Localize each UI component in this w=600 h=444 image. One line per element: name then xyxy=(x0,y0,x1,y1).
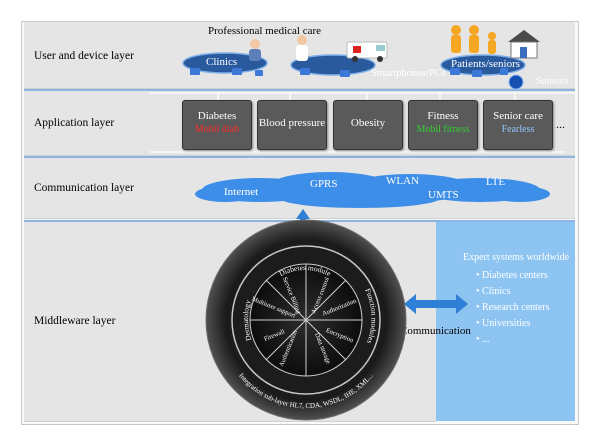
app-box-diabetes: Diabetes Mobil diab xyxy=(182,100,252,150)
apps-more-ellipsis: ... xyxy=(556,117,565,131)
sensors-label: Sensors xyxy=(536,76,569,87)
communication-arrow-label: Communication xyxy=(400,325,471,337)
smartphones-label: Smartphones/PCs xyxy=(371,68,446,79)
app-box-senior-care: Senior care Fearless xyxy=(483,100,553,150)
layer-separator xyxy=(24,156,575,158)
professional-care-label: Professional medical care xyxy=(208,25,322,37)
list-item: • Universities xyxy=(476,318,531,329)
app-title: Diabetes xyxy=(197,110,237,122)
expert-systems-title: Expert systems worldwide xyxy=(463,252,570,263)
sensor-icon xyxy=(508,74,524,90)
patients-label: Patients/seniors xyxy=(451,58,521,70)
app-title: Blood pressure xyxy=(258,117,326,129)
app-title: Obesity xyxy=(350,117,386,129)
application-layer-label: Application layer xyxy=(34,117,115,129)
app-box-blood-pressure: Blood pressure xyxy=(257,100,327,150)
patients-icon xyxy=(451,25,496,54)
app-title: Fitness xyxy=(427,110,459,122)
horizontal-double-arrow xyxy=(404,294,468,314)
device-icons xyxy=(190,68,508,77)
network-lte: LTE xyxy=(486,176,506,188)
list-item: • Clinics xyxy=(476,286,511,297)
user-device-layer-label: User and device layer xyxy=(34,50,134,62)
network-internet: Internet xyxy=(224,186,259,198)
expert-systems-panel xyxy=(436,222,575,421)
app-title: Senior care xyxy=(493,110,543,122)
ambulance-icon xyxy=(346,41,388,62)
communication-layer-label: Communication layer xyxy=(34,182,134,194)
house-icon xyxy=(508,30,540,59)
app-box-fitness: Fitness Mobil fitness xyxy=(408,100,478,150)
expert-systems-list: • Diabetes centers • Clinics • Research … xyxy=(476,268,549,348)
app-subtitle: Mobil fitness xyxy=(416,124,470,135)
nurse-icon xyxy=(250,39,260,49)
clinics-label: Clinics xyxy=(206,56,238,68)
app-box-obesity: Obesity xyxy=(333,100,403,150)
list-item: • Research centers xyxy=(476,302,550,313)
network-gprs: GPRS xyxy=(310,178,338,190)
ring-label-left: Dermatology xyxy=(241,299,253,342)
svg-text:Dermatology: Dermatology xyxy=(241,299,253,342)
sector-dividers xyxy=(250,264,362,376)
network-umts: UMTS xyxy=(428,189,459,201)
doctor-icon xyxy=(297,35,307,45)
list-item: • ... xyxy=(476,334,490,345)
connector-lines xyxy=(150,92,575,153)
app-subtitle: Fearless xyxy=(501,124,535,135)
layer-separator xyxy=(24,89,575,91)
network-wlan: WLAN xyxy=(386,175,419,187)
app-subtitle: Mobil diab xyxy=(194,124,240,135)
clinics-disk xyxy=(182,52,268,74)
middleware-layer-label: Middleware layer xyxy=(34,315,116,327)
list-item: • Diabetes centers xyxy=(476,270,548,281)
